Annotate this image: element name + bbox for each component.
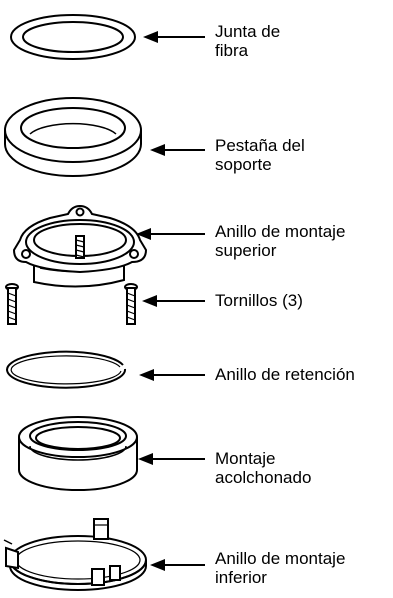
- label-line: Pestaña del: [215, 136, 305, 155]
- label-line: Tornillos (3): [215, 291, 303, 310]
- label-anillo-de-montaje-superior: Anillo de montaje superior: [215, 222, 345, 260]
- arrow-anillo-de-montaje-inferior: [150, 559, 205, 571]
- label-junta-de-fibra: Junta de fibra: [215, 22, 280, 60]
- label-tornillos: Tornillos (3): [215, 291, 303, 310]
- label-line: Anillo de retención: [215, 365, 355, 384]
- arrow-anillo-de-retencion: [139, 369, 205, 381]
- label-line: soporte: [215, 155, 272, 174]
- lower-mounting-ring-drawing: [3, 518, 147, 591]
- label-anillo-de-montaje-inferior: Anillo de montaje inferior: [215, 549, 345, 587]
- cushioned-mount-drawing: [18, 416, 138, 491]
- arrow-anillo-de-montaje-superior: [136, 228, 205, 240]
- label-line: Montaje: [215, 449, 276, 468]
- screw-left-drawing: [5, 283, 19, 325]
- label-line: superior: [215, 241, 277, 260]
- label-line: inferior: [215, 568, 267, 587]
- label-pestana-del-soporte: Pestaña del soporte: [215, 136, 305, 174]
- screw-right-drawing: [124, 283, 138, 325]
- upper-mounting-ring-drawing: [12, 204, 148, 288]
- support-flange-drawing: [4, 97, 142, 177]
- arrow-pestana-del-soporte: [150, 144, 205, 156]
- label-anillo-de-retencion: Anillo de retención: [215, 365, 355, 384]
- label-montaje-acolchonado: Montaje acolchonado: [215, 449, 311, 487]
- label-line: Anillo de montaje: [215, 222, 346, 241]
- fiber-gasket-drawing: [10, 14, 136, 60]
- label-line: Anillo de montaje: [215, 549, 346, 568]
- label-line: fibra: [215, 41, 249, 60]
- arrow-junta-de-fibra: [143, 31, 205, 43]
- arrow-tornillos: [142, 295, 205, 307]
- leader-arrows: [136, 31, 205, 571]
- arrow-montaje-acolchonado: [138, 453, 205, 465]
- label-line: Junta de: [215, 22, 281, 41]
- retaining-ring-drawing: [6, 350, 127, 389]
- label-line: acolchonado: [215, 468, 312, 487]
